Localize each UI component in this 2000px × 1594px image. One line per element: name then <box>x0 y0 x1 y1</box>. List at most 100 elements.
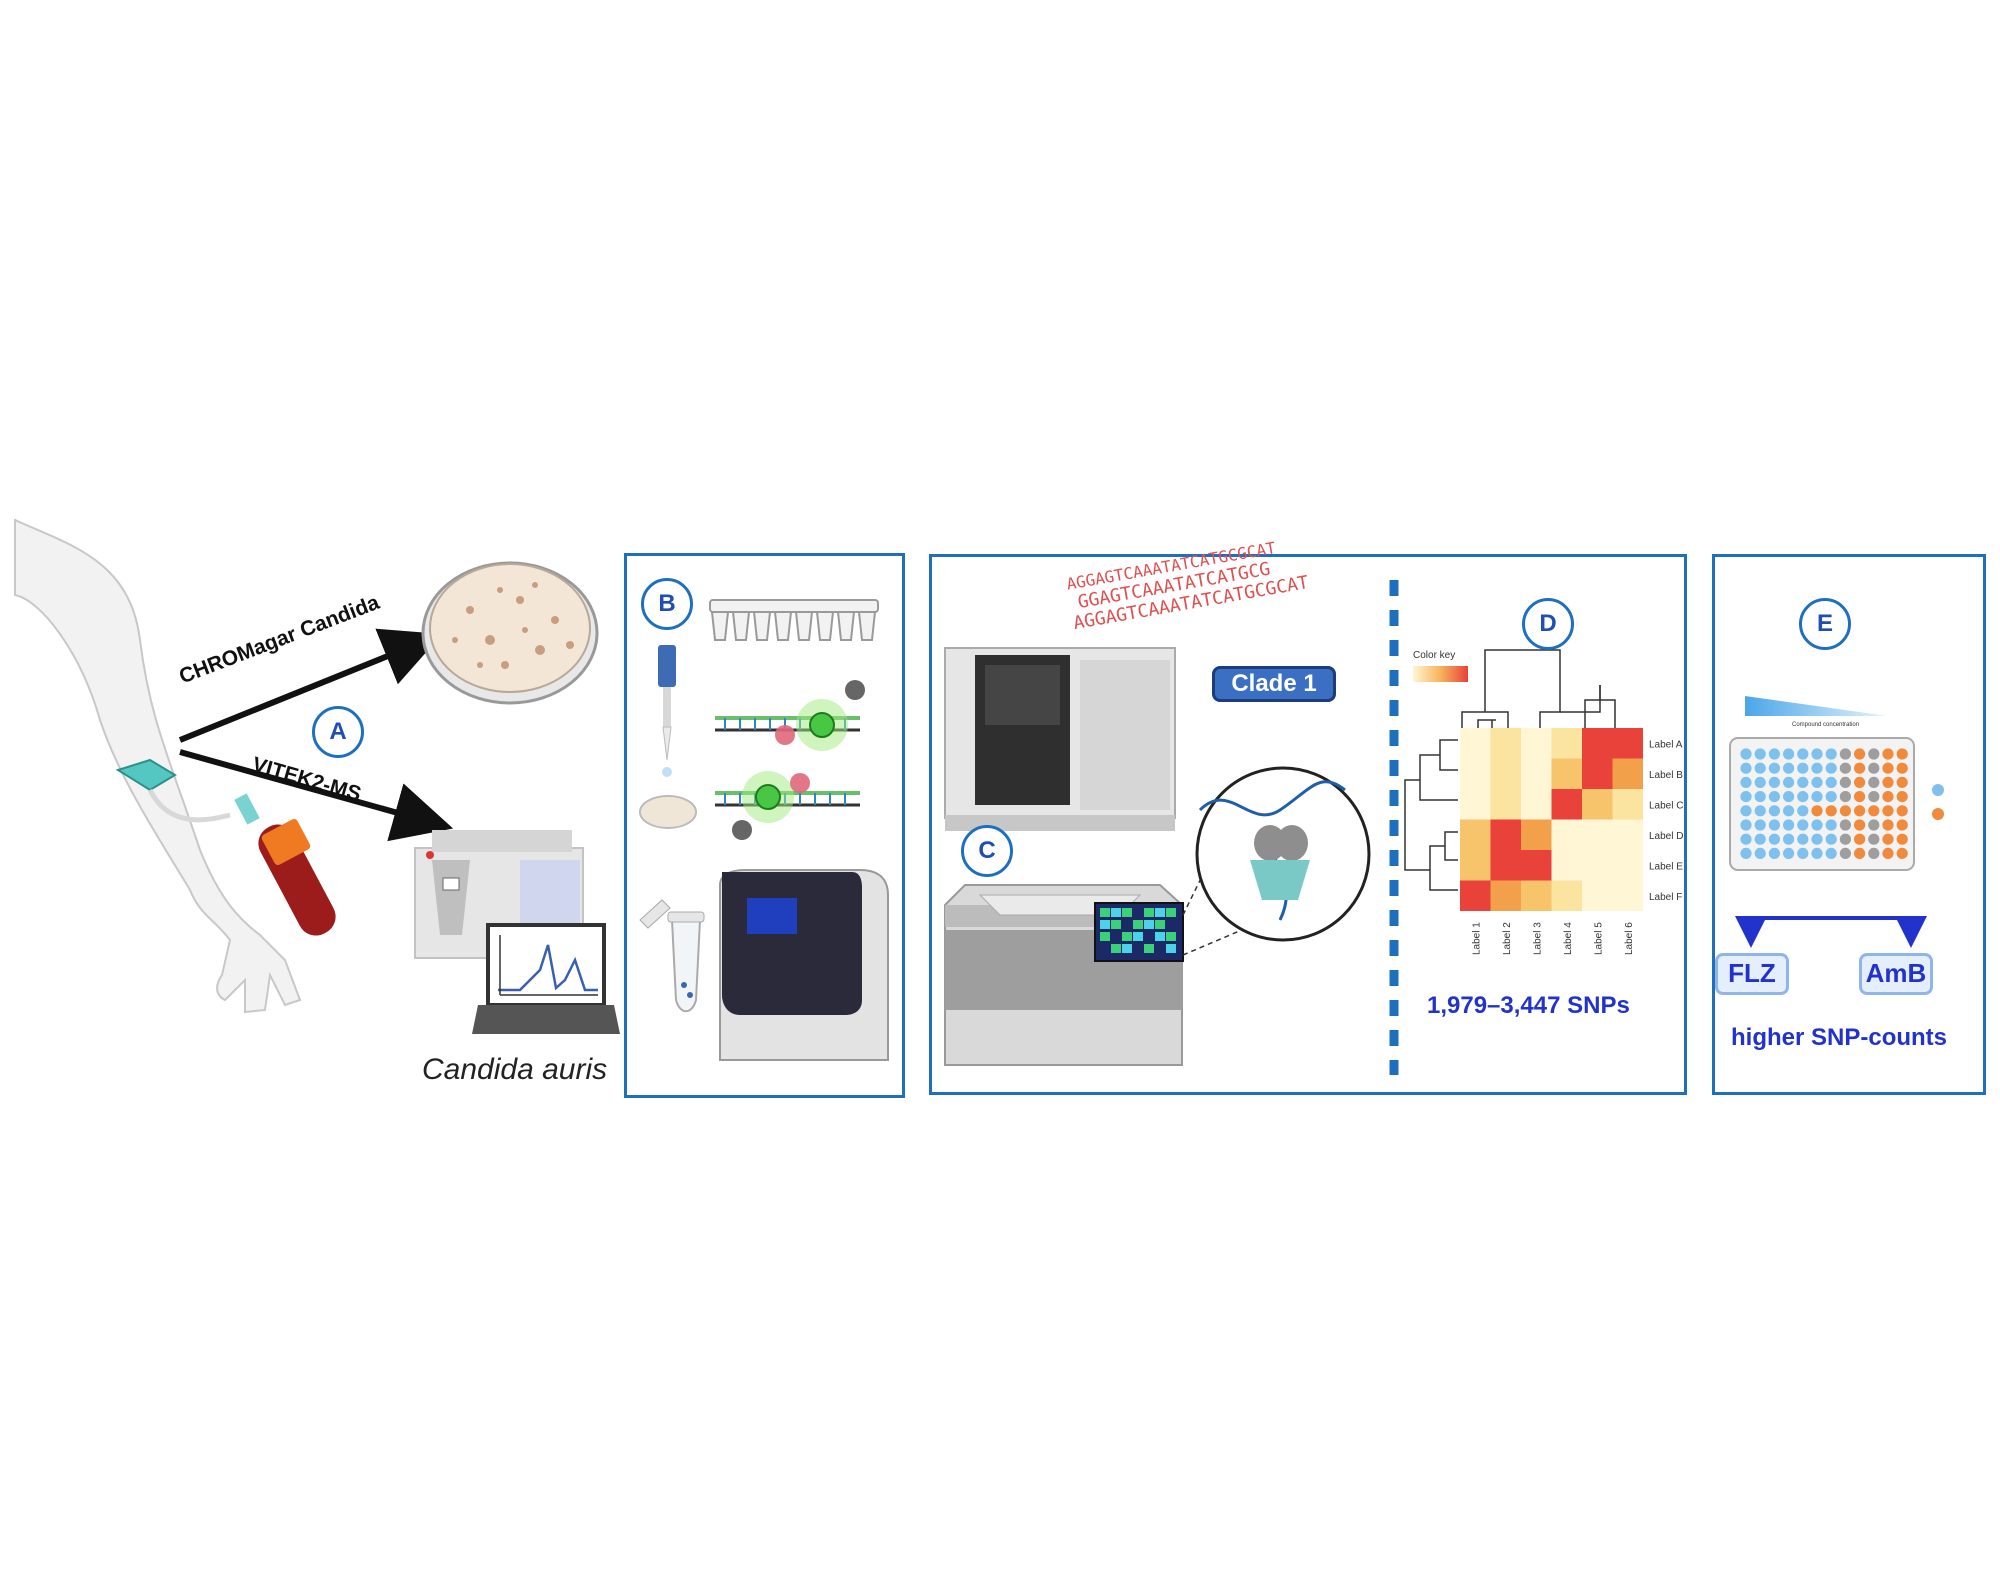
dendrogram-left <box>1404 739 1458 891</box>
microtube-icon <box>639 899 705 1013</box>
heatmap-cell <box>1490 758 1521 789</box>
plate-well <box>1839 762 1851 774</box>
plate-well <box>1783 819 1795 831</box>
plate-well <box>1754 819 1766 831</box>
plate-well <box>1811 762 1823 774</box>
drug-split-arrow <box>1735 916 1927 948</box>
butterfly-needle-icon <box>115 758 231 823</box>
plate-well <box>1854 776 1866 789</box>
heatmap-cell <box>1460 789 1491 820</box>
plate-well <box>1768 819 1780 831</box>
plate-well <box>1825 762 1837 774</box>
plate-well <box>1811 847 1823 860</box>
plate-well <box>1854 805 1866 817</box>
plate-well <box>1868 833 1880 845</box>
heatmap-col-label: Label 5 <box>1593 922 1604 955</box>
plate-well <box>1896 776 1908 789</box>
plate-well <box>1783 833 1795 845</box>
plate-legend <box>1932 784 1944 820</box>
plate-well <box>1797 805 1809 817</box>
heatmap-cell <box>1582 819 1613 850</box>
heatmap-cell <box>1521 758 1552 789</box>
heatmap-cell <box>1582 850 1613 881</box>
plate-well <box>1768 847 1780 860</box>
clade-badge: Clade 1 <box>1212 666 1336 702</box>
plate-well <box>1882 791 1894 803</box>
microplate-icon <box>1729 737 1915 871</box>
plate-well <box>1896 748 1908 760</box>
heatmap-cell <box>1612 728 1643 759</box>
plate-well <box>1896 819 1908 831</box>
heatmap-cell <box>1490 880 1521 911</box>
dendrogram-top <box>1461 649 1616 728</box>
snp-count-caption: higher SNP-counts <box>1731 1024 1948 1051</box>
heatmap-cell <box>1551 758 1582 789</box>
heatmap-cell <box>1551 728 1582 759</box>
organism-label: Candida auris <box>422 1053 608 1086</box>
plate-well <box>1825 847 1837 860</box>
petri-dish-icon <box>421 561 599 705</box>
plate-well <box>1811 776 1823 789</box>
plate-well <box>1797 791 1809 803</box>
qpcr-instrument-icon <box>719 869 889 1061</box>
plate-well <box>1868 762 1880 774</box>
plate-well <box>1797 833 1809 845</box>
plate-well <box>1783 805 1795 817</box>
plate-well <box>1839 833 1851 845</box>
heatmap-cell <box>1551 789 1582 820</box>
heatmap-cell <box>1582 758 1613 789</box>
heatmap-cell <box>1460 728 1491 759</box>
panel-b <box>624 553 905 1098</box>
plate-well <box>1811 748 1823 760</box>
plate-well <box>1811 791 1823 803</box>
pcr-strip-tubes-icon <box>709 599 879 641</box>
plate-well <box>1768 776 1780 789</box>
heatmap-col-label: Label 6 <box>1624 922 1635 955</box>
heatmap-cell <box>1612 850 1643 881</box>
plate-well <box>1768 748 1780 760</box>
plate-well <box>1768 762 1780 774</box>
color-key-title: Color key <box>1413 650 1456 661</box>
heatmap-cell <box>1521 880 1552 911</box>
plate-well <box>1740 819 1752 831</box>
drug-flz: FLZ <box>1715 953 1789 995</box>
plate-well <box>1896 791 1908 803</box>
plate-well <box>1868 748 1880 760</box>
heatmap-cell <box>1582 880 1613 911</box>
heatmap-cell <box>1551 850 1582 881</box>
plate-well <box>1854 791 1866 803</box>
heatmap-row-label: Label E <box>1649 861 1683 872</box>
plate-well <box>1868 805 1880 817</box>
laptop-spectrum-icon <box>472 923 620 1034</box>
plate-well <box>1882 762 1894 774</box>
plate-well <box>1854 748 1866 760</box>
plate-well <box>1740 748 1752 760</box>
heatmap-row-label: Label A <box>1649 739 1683 750</box>
plate-well <box>1783 791 1795 803</box>
plate-well <box>1740 762 1752 774</box>
plate-well <box>1797 762 1809 774</box>
plate-header: Compound concentration <box>1792 722 1860 728</box>
heatmap-cell <box>1612 758 1643 789</box>
plate-well <box>1783 762 1795 774</box>
plate-well <box>1868 776 1880 789</box>
heatmap-row-label: Label F <box>1649 892 1682 903</box>
plate-well <box>1811 805 1823 817</box>
plate-well <box>1882 819 1894 831</box>
heatmap-cell <box>1612 819 1643 850</box>
plate-well <box>1854 762 1866 774</box>
plate-well <box>1868 819 1880 831</box>
panel-c-d <box>929 554 1687 1095</box>
heatmap-cell <box>1460 819 1491 850</box>
heatmap-cell <box>1521 819 1552 850</box>
plate-well <box>1882 847 1894 860</box>
dna-probe-diagram <box>715 680 865 840</box>
plate-well <box>1783 847 1795 860</box>
plate-well <box>1797 776 1809 789</box>
plate-well <box>1854 833 1866 845</box>
plate-well <box>1839 776 1851 789</box>
arrow-vitek <box>179 749 454 842</box>
plate-well <box>1740 791 1752 803</box>
